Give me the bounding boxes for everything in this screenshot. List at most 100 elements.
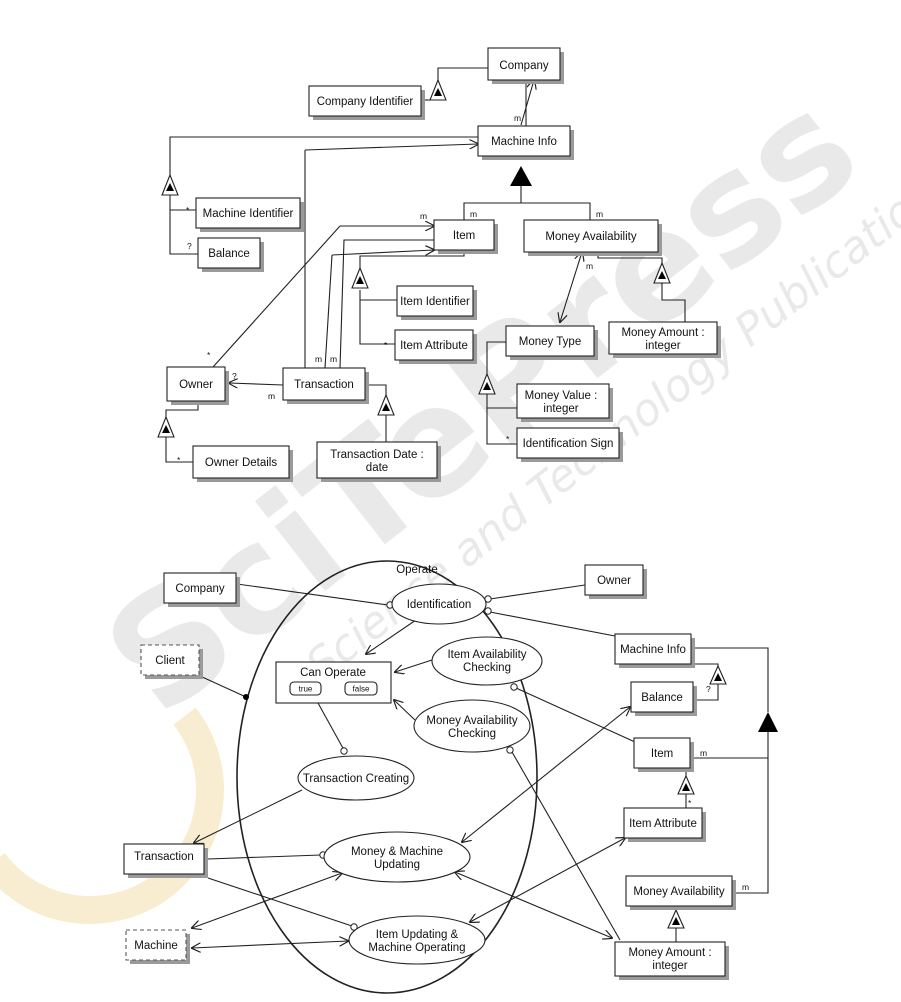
class-label: Machine Info <box>491 136 557 148</box>
use-case-label-line2: Checking <box>463 662 511 674</box>
class-label-line1: Money Amount : <box>628 947 711 959</box>
multiplicity-label: m <box>700 748 707 758</box>
class-label: Money Availability <box>545 231 636 243</box>
class-item-attribute-bottom: Item Attribute <box>623 807 706 842</box>
class-label: Money Availability <box>633 886 724 898</box>
class-owner: Owner <box>166 366 229 405</box>
actor-label: Machine <box>134 940 177 952</box>
multiplicity-label: ? <box>232 371 237 381</box>
multiplicity-label: m <box>742 882 749 892</box>
actor-client: Client <box>140 644 203 679</box>
use-case-label: Transaction Creating <box>303 773 409 785</box>
class-diagram: Company Company Identifier Machine Info … <box>157 47 721 482</box>
class-money-value: Money Value : integer <box>516 383 613 422</box>
use-case-label: Identification <box>407 599 472 611</box>
actor-label: Owner <box>597 575 631 587</box>
use-case-connectors <box>192 583 769 948</box>
class-label: Balance <box>208 248 250 260</box>
multiplicity-label: m <box>470 209 477 219</box>
class-inheritance-triangles <box>157 78 671 438</box>
true-option <box>289 681 322 696</box>
multiplicity-label: m <box>330 354 337 364</box>
class-company-identifier: Company Identifier <box>308 85 425 120</box>
class-label-line2: integer <box>543 403 578 415</box>
class-transaction: Transaction <box>282 367 369 404</box>
class-item-attribute: Item Attribute <box>394 329 477 364</box>
class-label-line2: date <box>366 462 388 474</box>
class-label: Company Identifier <box>317 96 414 108</box>
multiplicity-label: * <box>207 350 211 360</box>
class-label: Balance <box>641 692 683 704</box>
class-label: Transaction <box>294 379 354 391</box>
class-label: Identification Sign <box>523 438 614 450</box>
use-case-label-line1: Money Availability <box>426 715 517 727</box>
use-case-transaction-creating: Transaction Creating <box>297 755 415 801</box>
actor-company: Company <box>163 572 240 607</box>
actor-label: Transaction <box>134 851 194 863</box>
use-case-multiplicities: ? m * m <box>688 684 749 892</box>
class-label: Item <box>651 748 673 760</box>
class-machine-info: Machine Info <box>477 125 574 160</box>
composition-triangle-icon <box>510 166 532 186</box>
false-option-label: false <box>353 685 370 694</box>
class-label: Money Type <box>519 336 581 348</box>
class-machine-identifier: Machine Identifier <box>195 197 304 232</box>
multiplicity-label: * <box>506 434 510 444</box>
use-case-item-updating-machine-operating: Item Updating & Machine Operating <box>348 915 486 965</box>
class-label-line2: integer <box>652 960 687 972</box>
class-money-type: Money Type <box>505 325 598 360</box>
multiplicity-label: m <box>315 354 322 364</box>
class-money-amount-bottom: Money Amount : integer <box>614 941 729 980</box>
class-item: Item <box>433 219 498 254</box>
multiplicity-label: * <box>384 340 388 350</box>
multiplicity-label: ? <box>187 241 192 251</box>
system-boundary-label: Operate <box>396 564 438 576</box>
can-operate-label: Can Operate <box>300 667 366 679</box>
class-label: Owner Details <box>205 457 277 469</box>
multiplicity-label: * <box>186 205 190 215</box>
class-owner-details: Owner Details <box>192 445 293 482</box>
use-case-label-line2: Machine Operating <box>368 942 465 954</box>
class-label: Item <box>453 230 475 242</box>
use-case-money-machine-updating: Money & Machine Updating <box>323 831 471 883</box>
actor-transaction: Transaction <box>123 843 208 878</box>
use-case-item-availability-checking: Item Availability Checking <box>431 636 543 686</box>
multiplicity-label: m <box>420 211 427 221</box>
class-label: Owner <box>179 379 213 391</box>
actor-label: Company <box>175 583 224 595</box>
class-money-amount: Money Amount : integer <box>608 321 721 358</box>
true-option-label: true <box>299 685 313 694</box>
class-item-identifier: Item Identifier <box>396 285 477 320</box>
multiplicity-label: * <box>688 798 692 808</box>
class-label: Company <box>499 60 548 72</box>
multiplicity-label: m <box>586 261 593 271</box>
class-item-bottom: Item <box>633 737 694 772</box>
use-case-money-availability-checking: Money Availability Checking <box>413 699 531 753</box>
class-money-availability-bottom: Money Availability <box>625 875 736 910</box>
use-case-triangles <box>667 664 778 929</box>
use-case-diagram: Operate <box>123 560 778 994</box>
multiplicity-label: m <box>514 113 521 123</box>
can-operate-box: Can Operate true false <box>275 661 392 704</box>
class-label: Item Identifier <box>400 296 470 308</box>
use-case-label-line1: Item Availability <box>447 649 526 661</box>
actor-machine: Machine <box>125 929 190 964</box>
class-label: Item Attribute <box>400 340 468 352</box>
class-label: Machine Identifier <box>203 208 294 220</box>
class-money-availability: Money Availability <box>523 219 662 256</box>
class-multiplicities: m * ? m m m m * * m m ? m * * <box>177 113 603 465</box>
composition-triangle-icon <box>758 712 778 732</box>
watermark: SciTePress Science and Technology Public… <box>0 59 901 924</box>
multiplicity-label: * <box>177 455 181 465</box>
multiplicity-label: m <box>596 209 603 219</box>
class-label-line1: Transaction Date : <box>330 449 424 461</box>
class-label-line1: Money Value : <box>525 390 598 402</box>
class-balance-bottom: Balance <box>630 681 697 716</box>
class-machine-info-bottom: Machine Info <box>614 633 695 668</box>
multiplicity-label: m <box>268 391 275 401</box>
actor-label: Client <box>155 655 185 667</box>
class-identification-sign: Identification Sign <box>516 427 623 462</box>
use-case-label-line1: Item Updating & <box>376 929 459 941</box>
use-case-identification: Identification <box>391 583 487 625</box>
